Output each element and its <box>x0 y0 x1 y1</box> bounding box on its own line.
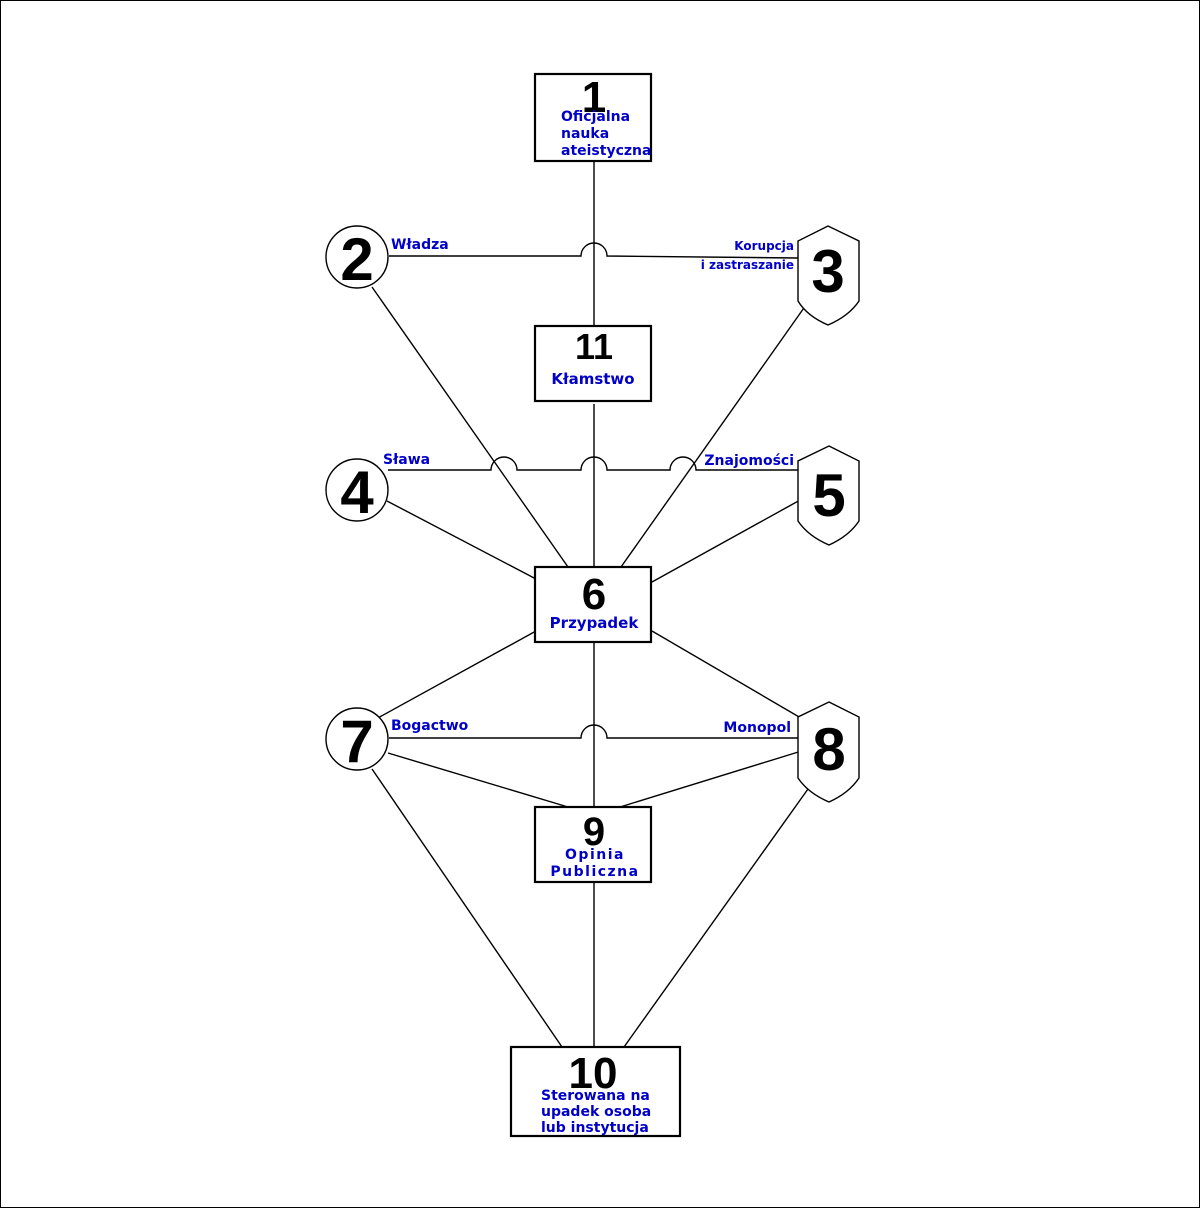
node-1-box <box>533 72 653 163</box>
connector-7-8 <box>389 724 798 739</box>
node-7-label: Bogactwo <box>391 718 469 734</box>
node-4-number: 4 <box>340 459 374 526</box>
connector-2-6 <box>371 286 569 568</box>
node-11-label: Kłamstwo <box>551 370 634 388</box>
node-10-label-line-3: lub instytucja <box>541 1120 649 1136</box>
node-6-label: Przypadek <box>550 614 640 632</box>
node-5-shield <box>797 445 860 546</box>
node-5-number: 5 <box>812 462 845 529</box>
node-8-shield <box>797 701 860 803</box>
node-11-number: 11 <box>575 326 613 367</box>
node-9-label-line-2: Publiczna <box>550 864 639 880</box>
node-10-box <box>509 1045 682 1138</box>
node-3-label-line-2: i zastraszanie <box>701 258 794 272</box>
node-1-label-line-2: nauka <box>561 126 609 142</box>
node-10: 10 Sterowana na upadek osoba lub instytu… <box>509 1045 682 1138</box>
node-4-label: Sława <box>383 452 430 468</box>
connector-5-6 <box>651 493 812 583</box>
node-8-number: 8 <box>812 716 845 783</box>
node-10-label-line-2: upadek osoba <box>541 1104 651 1120</box>
node-4-circle <box>325 458 389 522</box>
connector-4-6 <box>386 500 537 580</box>
node-9-label-line-1: Opinia <box>565 847 625 863</box>
connector-4-5 <box>388 456 798 471</box>
node-3-number: 3 <box>811 238 844 305</box>
node-4: 4 Sława <box>325 452 430 526</box>
node-9-number: 9 <box>583 810 605 854</box>
node-9: 9 Opinia Publiczna <box>533 805 653 884</box>
node-1-number: 1 <box>582 73 606 122</box>
connector-8-9 <box>619 748 809 808</box>
node-3-label-line-1: Korupcja <box>734 239 794 253</box>
node-2-circle <box>325 225 389 289</box>
node-10-label-line-1: Sterowana na <box>541 1088 650 1104</box>
connectors <box>371 161 812 1048</box>
connector-6-8 <box>651 630 807 722</box>
connector-6-7 <box>375 630 537 720</box>
node-8-label: Monopol <box>723 720 791 736</box>
node-3: 3 Korupcja i zastraszanie <box>701 225 860 326</box>
node-2: 2 Władza <box>325 225 449 293</box>
connector-2-3 <box>389 242 799 259</box>
node-1-label-line-3: ateistyczna <box>561 143 651 159</box>
node-7-circle <box>325 707 389 771</box>
node-7-number: 7 <box>340 708 373 775</box>
connector-7-10 <box>371 768 563 1048</box>
node-1-label-line-1: Oficjalna <box>561 109 630 125</box>
node-6: 6 Przypadek <box>533 565 653 644</box>
node-3-shield <box>797 225 860 326</box>
connector-7-9 <box>387 752 569 808</box>
node-11: 11 Kłamstwo <box>533 324 653 403</box>
node-10-number: 10 <box>569 1049 618 1098</box>
node-9-box <box>533 805 653 884</box>
node-1: 1 Oficjalna nauka ateistyczna <box>533 72 653 163</box>
node-7: 7 Bogactwo <box>325 707 469 775</box>
node-6-box <box>533 565 653 644</box>
connector-8-10 <box>623 788 809 1048</box>
node-11-box <box>533 324 653 403</box>
node-6-number: 6 <box>582 570 606 619</box>
node-2-number: 2 <box>340 226 373 293</box>
node-8: 8 Monopol <box>723 701 860 803</box>
node-5: 5 Znajomości <box>704 445 860 546</box>
node-5-label: Znajomości <box>704 453 794 469</box>
node-2-label: Władza <box>391 237 449 253</box>
connector-3-6 <box>620 304 807 568</box>
